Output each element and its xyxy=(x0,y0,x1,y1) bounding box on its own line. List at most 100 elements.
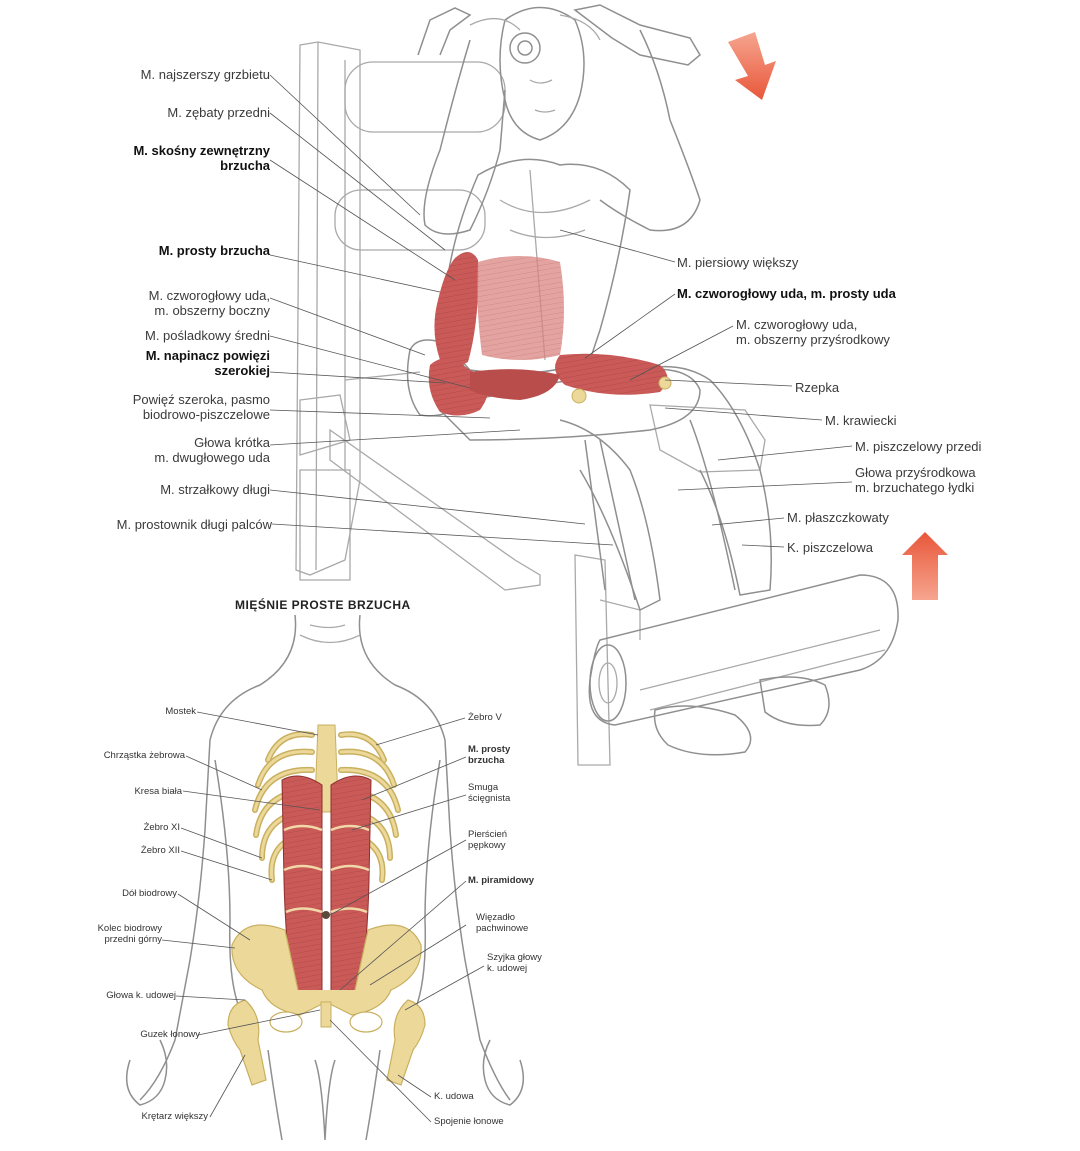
label-anterior-superior-iliac-spine: Kolec biodrowy przedni górny xyxy=(98,923,162,945)
label-line: M. napinacz powięzi xyxy=(145,348,270,363)
label-line: M. płaszczkowaty xyxy=(787,510,889,525)
label-gastrocnemius-medial-head: Głowa przyśrodkowa m. brzuchatego łydki xyxy=(855,465,976,495)
label-line: Rzepka xyxy=(795,380,840,395)
label-rectus-abdominis: M. prosty brzucha xyxy=(159,243,270,258)
label-line: M. zębaty przedni xyxy=(167,105,270,120)
label-serratus-anterior: M. zębaty przedni xyxy=(167,105,270,120)
leader-lines-top-left xyxy=(269,74,614,546)
label-line: M. prosty brzucha xyxy=(158,243,270,258)
label-biceps-femoris-short-head: Głowa krótka m. dwugłowego uda xyxy=(154,435,270,465)
label-line: Smuga xyxy=(468,782,499,793)
pelvis-bones xyxy=(227,924,426,1086)
label-rib-v: Żebro V xyxy=(468,712,502,723)
label-patella: Rzepka xyxy=(795,380,839,395)
label-line: brzucha xyxy=(220,158,270,173)
label-line: M. piersiowy większy xyxy=(677,255,799,270)
label-line: M. skośny zewnętrzny xyxy=(133,143,270,158)
torso-sketch xyxy=(125,614,525,1141)
label-line: Pierścień xyxy=(468,829,508,840)
label-line: m. obszerny przyśrodkowy xyxy=(736,332,890,347)
label-line: M. czworogłowy uda, xyxy=(736,317,858,332)
label-iliac-fossa: Dół biodrowy xyxy=(122,888,177,899)
label-line: M. krawiecki xyxy=(825,413,897,428)
label-line: pępkowy xyxy=(468,840,506,851)
label-line: Mostek xyxy=(165,706,196,717)
label-line: Szyjka głowy xyxy=(487,952,542,963)
arrow-down-icon xyxy=(728,32,776,100)
label-costal-cartilage: Chrząstka żebrowa xyxy=(104,750,185,761)
label-extensor-digitorum-longus: M. prostownik długi palców xyxy=(117,517,272,532)
label-sternum: Mostek xyxy=(165,706,196,717)
label-pubic-symphysis: Spojenie łonowe xyxy=(434,1116,504,1127)
label-line: Żebro XI xyxy=(143,822,180,833)
label-line: M. prosty xyxy=(468,744,511,755)
label-rib-xii: Żebro XII xyxy=(141,845,180,856)
label-line: pachwinowe xyxy=(476,923,529,934)
label-line: biodrowo-piszczelowe xyxy=(142,407,270,422)
label-line: Powięź szeroka, pasmo xyxy=(132,392,270,407)
leader-lines-bottom-left xyxy=(161,711,321,1118)
label-line: Więzadło xyxy=(476,912,516,923)
label-line: Kolec biodrowy xyxy=(97,923,162,934)
label-rectus-femoris: M. czworogłowy uda, m. prosty uda xyxy=(677,286,896,301)
label-tensor-fasciae-latae: M. napinacz powięzi szerokiej xyxy=(146,348,270,378)
highlighted-muscles-top xyxy=(428,251,672,416)
label-latissimus-dorsi: M. najszerszy grzbietu xyxy=(141,67,270,82)
label-line: M. najszerszy grzbietu xyxy=(140,67,270,82)
label-rectus-abdominis-bottom: M. prosty brzucha xyxy=(468,744,510,766)
label-line: Żebro V xyxy=(468,712,502,723)
label-external-oblique: M. skośny zewnętrzny brzucha xyxy=(133,143,270,173)
label-line: Guzek łonowy xyxy=(140,1029,200,1040)
label-line: Dół biodrowy xyxy=(122,888,177,899)
label-line: M. piszczelowy przedi xyxy=(855,439,982,454)
label-line: szerokiej xyxy=(214,363,270,378)
label-sartorius: M. krawiecki xyxy=(825,413,897,428)
leader-lines-bottom-right xyxy=(329,717,485,1123)
label-line: Chrząstka żebrowa xyxy=(103,750,185,761)
label-femoral-neck: Szyjka głowy k. udowej xyxy=(487,952,542,974)
label-tibia: K. piszczelowa xyxy=(787,540,873,555)
rib-cage xyxy=(252,724,401,883)
label-line: przedni górny xyxy=(104,934,162,945)
label-pectoralis-major: M. piersiowy większy xyxy=(677,255,798,270)
bottom-figure-title: MIĘŚNIE PROSTE BRZUCHA xyxy=(235,598,411,612)
arrow-up-icon xyxy=(902,532,948,600)
label-line: M. czworogłowy uda, m. prosty uda xyxy=(677,286,896,301)
label-line: Spojenie łonowe xyxy=(434,1116,504,1127)
label-line: Głowa przyśrodkowa xyxy=(855,465,976,480)
label-line: m. obszerny boczny xyxy=(154,303,270,318)
label-tibialis-anterior: M. piszczelowy przedi xyxy=(855,439,981,454)
label-line: Głowa krótka xyxy=(194,435,270,450)
label-line: brzucha xyxy=(468,755,505,766)
label-vastus-medialis: M. czworogłowy uda, m. obszerny przyśrod… xyxy=(736,317,890,347)
label-line: m. brzuchatego łydki xyxy=(855,480,975,495)
label-tendinous-intersection: Smuga ścięgnista xyxy=(468,782,510,804)
label-pubic-tubercle: Guzek łonowy xyxy=(140,1029,200,1040)
label-line: Kresa biała xyxy=(134,786,182,797)
label-gluteus-medius: M. pośladkowy średni xyxy=(145,328,270,343)
label-pyramidalis: M. piramidowy xyxy=(468,875,534,886)
label-peroneus-longus: M. strzałkowy długi xyxy=(160,482,270,497)
label-iliotibial-band: Powięź szeroka, pasmo biodrowo-piszczelo… xyxy=(133,392,270,422)
label-line: ścięgnista xyxy=(468,793,511,804)
label-line: M. prostownik długi palców xyxy=(116,517,272,532)
label-line: M. pośladkowy średni xyxy=(145,328,270,343)
label-line: Głowa k. udowej xyxy=(106,990,176,1001)
machine-sketch xyxy=(295,4,899,766)
leader-lines-top-right xyxy=(559,229,853,548)
label-rib-xi: Żebro XI xyxy=(144,822,180,833)
label-line: K. piszczelowa xyxy=(787,540,873,555)
label-line: m. dwugłowego uda xyxy=(154,450,270,465)
label-line: Krętarz większy xyxy=(141,1111,208,1122)
label-line: M. czworogłowy uda, xyxy=(148,288,270,303)
label-line: M. piramidowy xyxy=(468,875,534,886)
label-line: k. udowej xyxy=(487,963,528,974)
label-line: K. udowa xyxy=(434,1091,474,1102)
label-soleus: M. płaszczkowaty xyxy=(787,510,889,525)
label-umbilical-ring: Pierścień pępkowy xyxy=(468,829,507,851)
label-greater-trochanter: Krętarz większy xyxy=(141,1111,208,1122)
label-line: M. strzałkowy długi xyxy=(160,482,270,497)
label-linea-alba: Kresa biała xyxy=(134,786,182,797)
